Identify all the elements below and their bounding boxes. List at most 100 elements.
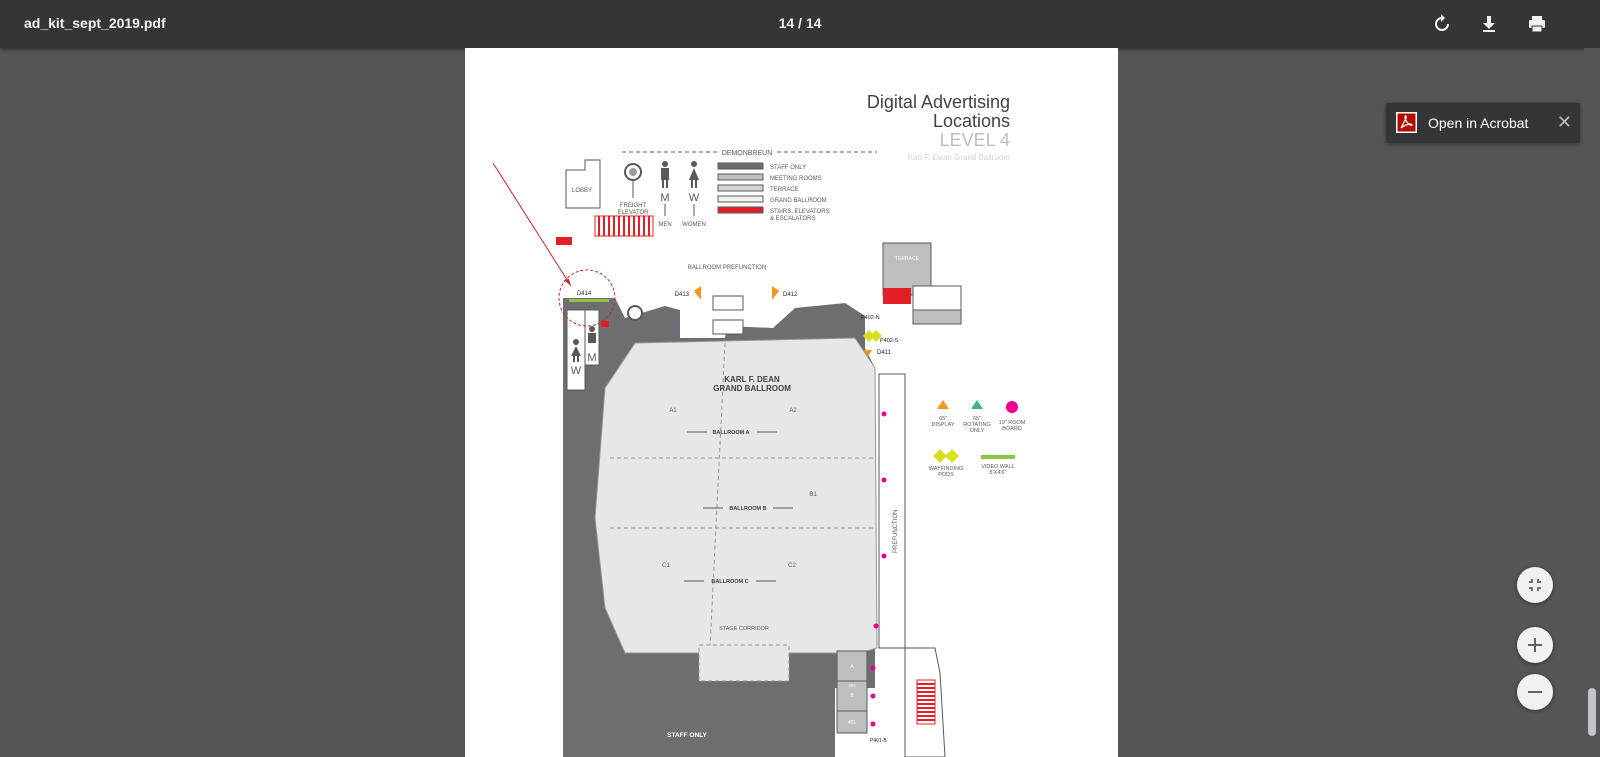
zoom-out-icon (1528, 691, 1542, 693)
zoom-in-button[interactable] (1517, 627, 1553, 663)
prefunction-top-label: BALLROOM PREFUNCTION (688, 265, 766, 271)
zone-c1: C1 (662, 563, 670, 569)
key-swatch-terrace (717, 184, 764, 192)
videowall-legend-2: 8'X4'6" (990, 470, 1007, 476)
close-icon[interactable]: ✕ (1556, 112, 1572, 132)
roomboard-legend-icon (1006, 401, 1018, 413)
zoom-in-icon (1528, 638, 1542, 652)
key-swatch-stairs (717, 206, 764, 214)
women-label: WOMEN (682, 222, 706, 228)
ballroom-title-2: GRAND BALLROOM (713, 384, 791, 393)
room-402-label: 402 (848, 683, 856, 688)
roomboard-legend-1: 19" ROOM (999, 420, 1026, 426)
room-401-block (836, 710, 868, 734)
scrollbar-thumb[interactable] (1588, 688, 1596, 736)
file-name: ad_kit_sept_2019.pdf (24, 15, 166, 31)
d412-label: D412 (783, 292, 798, 298)
key-label-stairs-1: STAIRS, ELEVATORS (770, 209, 830, 215)
ballroom-c-label: BALLROOM C (711, 579, 748, 585)
d414-video-wall (569, 299, 609, 302)
display-legend-1: 65" (939, 416, 947, 422)
annotation-arrow-head (564, 279, 571, 286)
zone-a2: A2 (789, 408, 797, 414)
page-indicator: 14 / 14 (778, 15, 822, 31)
rotating-legend-3: ONLY (970, 428, 985, 434)
elevator-icon (627, 305, 643, 321)
women-letter: W (689, 192, 700, 204)
men-room-icon (588, 326, 596, 343)
stage (698, 644, 790, 682)
d413-display-marker (694, 286, 701, 300)
venue-label: Karl F. Dean Grand Ballroom (908, 153, 1011, 162)
key-swatch-staff (717, 162, 764, 170)
street-label: DEMONBREUN (722, 150, 773, 157)
freight-label-2: ELEVATOR (617, 210, 649, 216)
ballroom-title-1: KARL F. DEAN (724, 375, 780, 384)
men-legend-icon (661, 161, 669, 188)
pods-legend-icon-1 (933, 449, 947, 463)
zone-b1: B1 (809, 492, 817, 498)
videowall-legend-icon (981, 455, 1015, 459)
room-a-block (836, 650, 868, 682)
fit-page-icon (1529, 579, 1541, 591)
terrace-room (912, 285, 962, 311)
restroom-block-top (712, 295, 744, 311)
stairs-lobby (594, 215, 654, 237)
women-room-icon (571, 339, 581, 362)
stair-red-terrace-1 (883, 288, 899, 304)
men-letter: M (660, 192, 669, 204)
level-label: LEVEL 4 (940, 130, 1010, 150)
key-label-staff: STAFF ONLY (770, 165, 806, 171)
pods-legend-2: PODS (938, 472, 954, 478)
zoom-out-button[interactable] (1517, 674, 1553, 710)
ballroom-a-label: BALLROOM A (712, 430, 749, 436)
annotation-arrow-line (492, 162, 572, 287)
key-label-terrace: TERRACE (770, 187, 799, 193)
room-401-label: 401 (848, 720, 857, 726)
open-in-acrobat-label: Open in Acrobat (1428, 115, 1529, 131)
lobby-label: LOBBY (572, 188, 592, 194)
ballroom-b-label: BALLROOM B (729, 506, 766, 512)
open-in-acrobat-banner[interactable]: Open in Acrobat ✕ (1386, 103, 1580, 143)
print-button[interactable] (1523, 10, 1551, 38)
fit-page-button[interactable] (1517, 567, 1553, 603)
d412-display-marker (772, 286, 779, 300)
pdf-page: Digital Advertising Locations LEVEL 4 Ka… (465, 48, 1118, 757)
display-legend-icon (937, 400, 949, 409)
key-swatch-ballroom (717, 195, 764, 203)
p402n-label: P402-N (861, 315, 880, 321)
d413-label: D413 (675, 292, 690, 298)
key-swatch-meeting (717, 173, 764, 181)
download-icon (1483, 16, 1495, 32)
rotate-icon (1435, 14, 1449, 31)
videowall-legend-1: VIDEO WALL (981, 464, 1014, 470)
p402s-pod (870, 330, 882, 342)
stage-corridor-label: STAGE CORRIDOR (719, 626, 769, 632)
room-board-markers (870, 411, 887, 727)
d411-label: D411 (877, 350, 892, 356)
display-legend-2: DISPLAY (932, 422, 955, 428)
d414-label: D414 (577, 291, 592, 297)
freight-label-1: FREIGHT (620, 203, 647, 209)
restroom-block-bottom (712, 319, 744, 335)
men-room-letter: M (587, 352, 596, 364)
women-room-letter: W (571, 365, 582, 377)
zone-c2: C2 (788, 563, 796, 569)
terrace-lower (912, 309, 962, 325)
acrobat-icon (1396, 112, 1417, 133)
pods-legend-icon-2 (945, 449, 959, 463)
key-label-ballroom: GRAND BALLROOM (770, 198, 827, 204)
pods-legend-1: WAYFINDING (929, 466, 964, 472)
rotate-button[interactable] (1428, 10, 1456, 38)
download-button[interactable] (1475, 10, 1503, 38)
terrace-label: TERRACE (895, 256, 920, 262)
staff-only-label: STAFF ONLY (667, 732, 707, 739)
men-label: MEN (658, 222, 671, 228)
vertical-scrollbar[interactable] (1584, 48, 1600, 757)
freight-elevator-inner (629, 168, 637, 176)
d414-highlight-circle (558, 269, 616, 327)
rotating-legend-2: ROTATING (963, 422, 991, 428)
stair-red-small (601, 321, 609, 327)
roomboard-legend-2: BOARD (1002, 426, 1022, 432)
stair-red-terrace-2 (899, 288, 911, 304)
